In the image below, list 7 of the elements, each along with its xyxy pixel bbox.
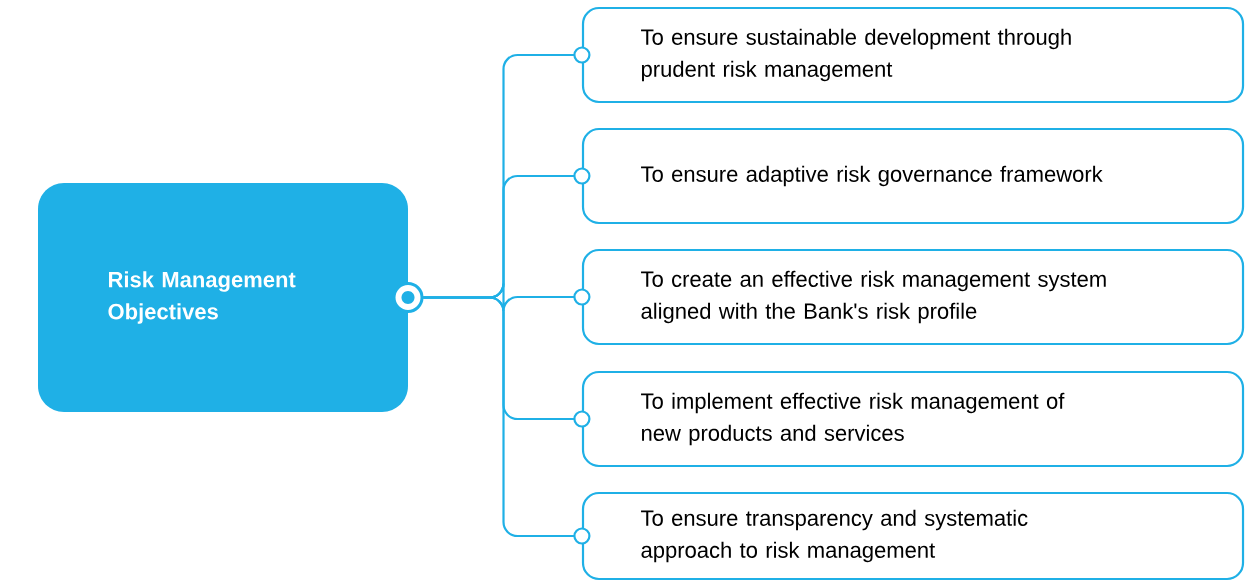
objective-box: To implement effective risk management of new products and services: [581, 370, 1245, 468]
objective-box: To ensure transparency and systematic approach to risk management: [581, 491, 1245, 581]
objective-box: To ensure adaptive risk governance framework: [581, 127, 1245, 225]
objective-box: To ensure sustainable development through prudent risk management: [581, 6, 1245, 104]
connector: [423, 296, 591, 545]
topic-box: Risk Management Objectives: [38, 183, 424, 412]
objective-box: To create an effective risk management system aligned with the Bank's risk profile: [581, 248, 1245, 346]
